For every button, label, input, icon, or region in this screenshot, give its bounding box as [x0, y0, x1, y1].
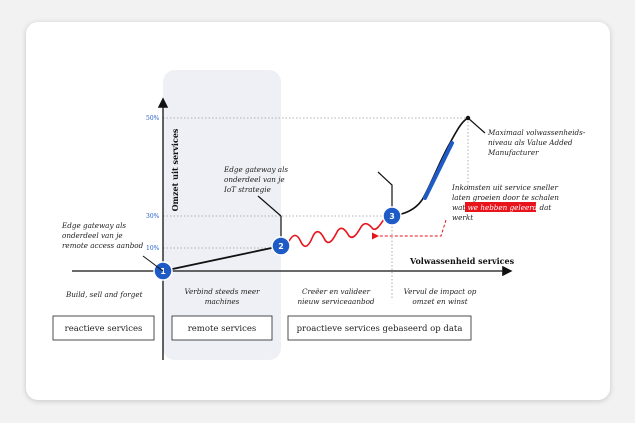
box-proactive-services-label: proactieve services gebaseerd op data [297, 324, 463, 334]
node3-leader [377, 171, 393, 216]
node2-annotation-line-3: IoT strategie [223, 185, 271, 194]
node-2: 2 [271, 236, 291, 256]
node1-annotation-line-2: onderdeel van je [62, 231, 123, 240]
node1-annotation: Edge gateway als onderdeel van je remote… [61, 221, 144, 250]
node-3: 3 [382, 206, 402, 226]
scale-line3-highlight: we hebben geleerd [468, 203, 538, 212]
phase4-description-line-1: Vervul de impact op [404, 287, 477, 296]
box-remote-services-label: remote services [188, 324, 257, 334]
peak-marker [465, 115, 471, 121]
node1-annotation-line-1: Edge gateway als [61, 221, 126, 230]
box-remote-services: remote services [171, 315, 273, 341]
scale-annotation-line-1: Inkomsten uit service sneller [451, 183, 559, 192]
highlight-box [465, 202, 536, 212]
node2-annotation-line-1: Edge gateway als [223, 165, 288, 174]
phase1-description: Build, sell and forget [65, 290, 143, 299]
peak-annotation-line-1: Maximaal volwassenheids- [487, 128, 586, 137]
scale-annotation-line-4: werkt [452, 213, 473, 222]
scale-annotation-line-2: laten groeien door te schalen [452, 193, 559, 202]
curve-segment-1-2 [162, 245, 282, 272]
phase2-description-line-1: Verbind steeds meer [184, 287, 260, 296]
node-3-label: 3 [389, 212, 395, 221]
feedback-arrow [372, 219, 447, 240]
phase3-description-line-2: nieuw serviceaanbod [298, 297, 375, 306]
red-wavy-curve [287, 217, 386, 248]
node-2-label: 2 [278, 242, 284, 251]
node2-annotation-leader [257, 195, 282, 217]
box-proactive-services: proactieve services gebaseerd op data [287, 315, 472, 341]
y-tick-30: 30% [146, 213, 160, 220]
scale-annotation: Inkomsten uit service sneller laten groe… [451, 183, 559, 222]
y-tick-10: 10% [146, 245, 160, 252]
scale-annotation-line-3: wat we hebben geleerd dat [452, 203, 551, 212]
remote-services-panel [163, 70, 281, 360]
y-tick-50: 50% [146, 115, 160, 122]
y-axis-title: Omzet uit services [170, 128, 180, 211]
phase2-description: Verbind steeds meer machines [184, 287, 260, 306]
scale-line3-after: dat [537, 203, 551, 212]
node1-annotation-line-3: remote access aanbod [62, 241, 144, 250]
peak-leader [467, 117, 486, 134]
box-reactive-services-label: reactieve services [65, 324, 143, 334]
scale-highlight-segment [423, 141, 454, 200]
scale-line3-before: wat [452, 203, 468, 212]
phase4-description: Vervul de impact op omzet en winst [404, 287, 477, 306]
node2-annotation-line-2: onderdeel van je [224, 175, 285, 184]
x-axis-title: Volwassenheid services [409, 256, 515, 266]
peak-annotation-line-3: Manufacturer [487, 148, 539, 157]
peak-annotation: Maximaal volwassenheids- niveau als Valu… [487, 128, 586, 157]
node2-annotation: Edge gateway als onderdeel van je IoT st… [223, 165, 288, 194]
phase2-description-line-2: machines [205, 297, 240, 306]
phase3-description-line-1: Creëer en valideer [302, 287, 371, 296]
box-reactive-services: reactieve services [52, 315, 155, 341]
peak-annotation-line-2: niveau als Value Added [488, 138, 573, 147]
phase4-description-line-2: omzet en winst [412, 297, 467, 306]
phase3-description: Creëer en valideer nieuw serviceaanbod [298, 287, 375, 306]
node-1-label: 1 [160, 267, 166, 276]
node1-leader [142, 255, 164, 272]
